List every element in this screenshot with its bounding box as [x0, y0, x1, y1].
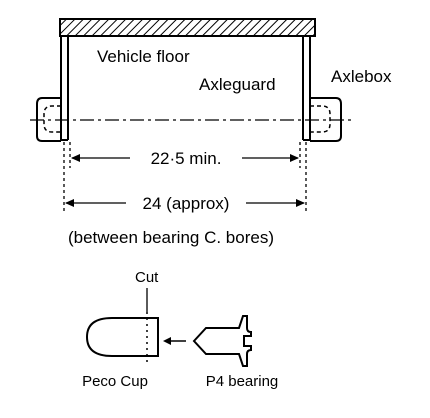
cut-label: Cut	[135, 269, 159, 286]
insert-arrow	[163, 337, 186, 345]
min-dimension-line	[71, 154, 299, 162]
p4-bearing-label: P4 bearing	[206, 373, 279, 390]
approx-dimension-label: 24 (approx)	[143, 194, 230, 213]
peco-cup-shape	[85, 312, 159, 362]
between-note: (between bearing C. bores)	[68, 228, 274, 247]
right-axleguard	[302, 36, 311, 141]
extension-lines	[63, 142, 307, 212]
vehicle-floor-label: Vehicle floor	[97, 47, 190, 66]
p4-bearing-shape	[192, 315, 252, 367]
min-dimension-label: 22·5 min.	[151, 149, 222, 168]
approx-dimension-line	[65, 199, 305, 207]
peco-cup-label: Peco Cup	[82, 373, 148, 390]
axlebox-label: Axlebox	[331, 67, 392, 86]
axleguard-label: Axleguard	[199, 75, 276, 94]
vehicle-floor-hatch	[59, 18, 316, 37]
left-axleguard	[60, 36, 69, 141]
